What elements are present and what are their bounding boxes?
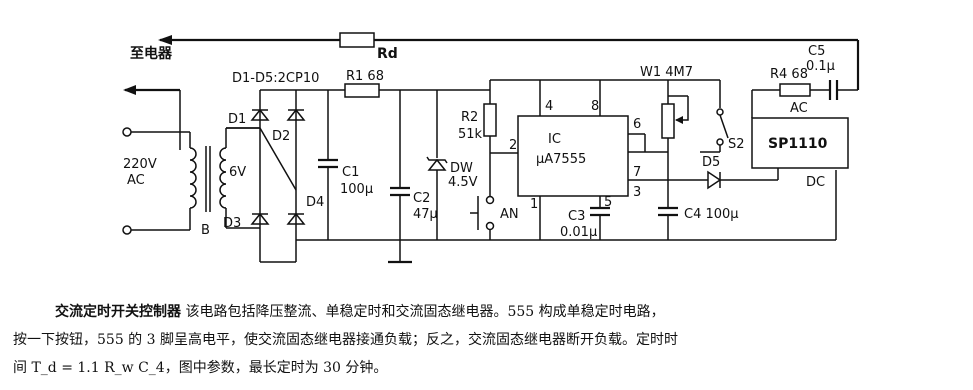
caption-line-2: 按一下按钮，555 的 3 脚呈高电平，使交流固态继电器接通负载；反之，交流固态… [13, 332, 678, 348]
pin4-label: 4 [545, 99, 553, 114]
r2-label: R2 [461, 110, 478, 125]
r2-and-button [470, 90, 518, 240]
pin8-label: 8 [591, 99, 599, 114]
s2-label: S2 [728, 137, 745, 152]
to-appliance-label: 至电器 [130, 45, 173, 62]
transformer-b [189, 127, 260, 230]
v6-label: 6V [229, 165, 246, 180]
c2-value: 47μ [413, 207, 438, 222]
c4-capacitor [658, 206, 678, 240]
c5-label: C5 [808, 44, 825, 59]
caption-title: 交流定时开关控制器 [55, 304, 181, 320]
c1-value: 100μ [340, 182, 373, 197]
bridge-rectifier [226, 89, 306, 263]
v220-label: 220V [123, 157, 157, 172]
d1-label: D1 [228, 112, 246, 127]
c3-value: 0.01μ [560, 225, 597, 240]
circuit-schematic: 至电器 Rd 220V AC 6V B [122, 32, 860, 264]
rd-label: Rd [377, 46, 398, 62]
pin1-label: 1 [530, 197, 538, 212]
d4-label: D4 [306, 195, 324, 210]
s2-switch [700, 108, 729, 153]
c5-value: 0.1μ [806, 59, 835, 74]
c3-capacitor [590, 206, 610, 240]
caption: 交流定时开关控制器 该电路包括降压整流、单稳定时和交流固态继电器。555 构成单… [13, 298, 960, 382]
pin2-label: 2 [509, 138, 517, 153]
sp1110-label: SP1110 [768, 136, 828, 152]
w1-label: W1 4M7 [640, 65, 693, 80]
d5-label: D5 [702, 155, 720, 170]
dw-value: 4.5V [448, 175, 478, 190]
load-line [123, 85, 181, 150]
c1-label: C1 [342, 165, 359, 180]
c2-capacitor [390, 90, 410, 240]
d2-label: D2 [272, 129, 290, 144]
pin5-label: 5 [604, 195, 612, 210]
sp1110-section [751, 80, 849, 169]
caption-line-1: 交流定时开关控制器 该电路包括降压整流、单稳定时和交流固态继电器。555 构成单… [55, 298, 960, 326]
c2-label: C2 [413, 191, 430, 206]
pin6-label: 6 [633, 117, 641, 132]
caption-line-3: 间 T_d = 1.1 R_w C_4，图中参数，最长定时为 30 分钟。 [13, 360, 388, 376]
b-label: B [201, 223, 210, 238]
r4-label: R4 68 [770, 67, 808, 82]
d3-label: D3 [223, 216, 241, 231]
c4-label: C4 100μ [684, 207, 739, 222]
positive-rail [296, 79, 721, 116]
c1-capacitor [318, 90, 338, 240]
ac-right-label: AC [790, 101, 808, 116]
c3-label: C3 [568, 209, 585, 224]
r1-label: R1 68 [346, 69, 384, 84]
d5-diode [700, 168, 779, 190]
ac-left-label: AC [127, 173, 145, 188]
ic-part-label: μA7555 [536, 152, 586, 167]
ic-label: IC [548, 132, 561, 147]
diodes-note: D1-D5:2CP10 [232, 71, 319, 86]
dc-right-label: DC [806, 175, 825, 190]
caption-line-1-text: 该电路包括降压整流、单稳定时和交流固态继电器。555 构成单稳定时电路， [181, 304, 665, 320]
ic-555 [517, 115, 700, 240]
ground-rail [296, 170, 837, 264]
dw-label: DW [450, 161, 473, 176]
mains-input [122, 127, 190, 235]
w1-potentiometer [661, 95, 689, 208]
an-label: AN [500, 207, 519, 222]
r2-value: 51k [458, 127, 483, 142]
pin3-label: 3 [633, 185, 641, 200]
pin7-label: 7 [633, 165, 641, 180]
rd-line [158, 32, 860, 91]
zener-dw [426, 90, 448, 240]
